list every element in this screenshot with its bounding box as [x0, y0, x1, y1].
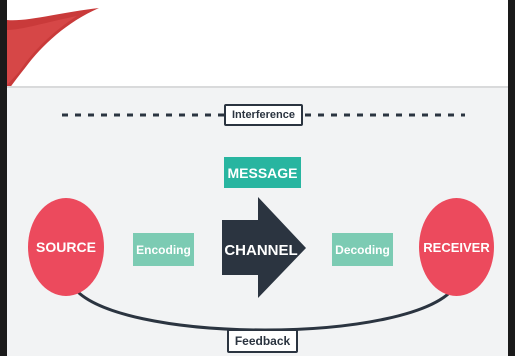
frame-left-border	[0, 0, 7, 356]
message-box: MESSAGE	[224, 157, 301, 188]
interference-label: Interference	[224, 104, 303, 126]
channel-arrow	[222, 197, 306, 298]
page-curl-graphic	[7, 0, 107, 95]
channel-label: CHANNEL	[224, 241, 298, 259]
slide-top-edge	[7, 86, 508, 88]
decoding-box: Decoding	[332, 233, 393, 266]
frame-right-border	[508, 0, 515, 356]
encoding-box: Encoding	[133, 233, 194, 266]
feedback-label: Feedback	[227, 329, 298, 353]
source-circle: SOURCE	[28, 198, 104, 296]
receiver-circle: RECEIVER	[419, 198, 494, 296]
